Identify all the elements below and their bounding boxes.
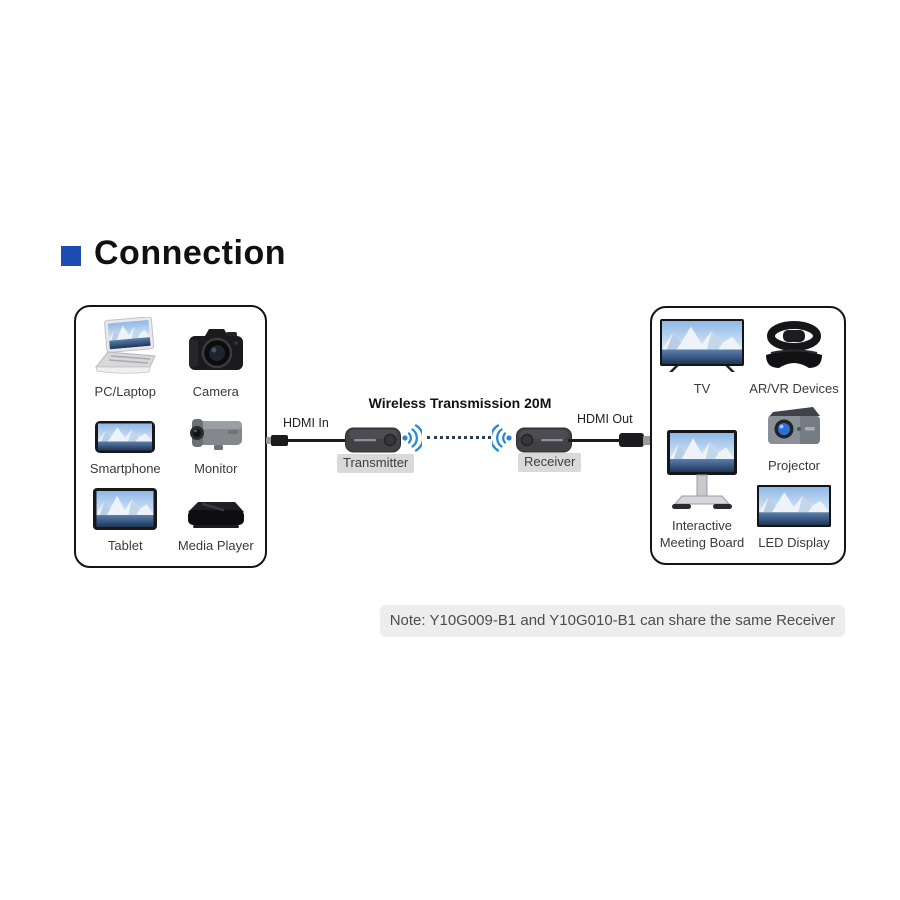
transmitter-tag: Transmitter (337, 454, 415, 473)
output-item-arvr: AR/VR Devices (748, 318, 840, 401)
wireless-dotted-line (427, 436, 491, 439)
compatibility-note: Note: Y10G009-B1 and Y10G010-B1 can shar… (380, 605, 845, 637)
source-item-label: Monitor (194, 461, 238, 477)
led-display-icon (756, 484, 832, 528)
hdmi-out-plug (619, 433, 644, 447)
tv-icon (659, 318, 745, 374)
source-item-label: Media Player (177, 538, 254, 554)
source-item-label: Tablet (107, 538, 143, 554)
wifi-signal-icon (401, 424, 422, 452)
meeting-board-icon (662, 429, 742, 511)
output-item-led-display: LED Display (748, 478, 840, 555)
output-item-label: Interactive Meeting Board (659, 518, 745, 551)
section-title: Connection (61, 234, 286, 273)
vr-headset-icon (759, 320, 829, 374)
output-item-label: Projector (767, 458, 821, 474)
output-item-label: TV (693, 381, 711, 396)
hdmi-in-plug (271, 435, 288, 446)
receiver-device (516, 427, 572, 453)
title-bullet-square (61, 245, 81, 266)
source-item-media-player: Media Player (171, 481, 262, 558)
projector-icon (762, 405, 826, 451)
wifi-signal-icon (492, 424, 513, 452)
media-player-icon (185, 499, 247, 531)
source-item-label: Smartphone (89, 461, 161, 477)
hdmi-out-plug-tip (643, 436, 651, 445)
source-item-smartphone: Smartphone (80, 404, 171, 481)
source-item-tablet: Tablet (80, 481, 171, 558)
source-item-monitor: Monitor (171, 404, 262, 481)
output-item-projector: Projector (748, 401, 840, 478)
source-item-label: Camera (192, 384, 239, 399)
source-devices-panel: PC/Laptop Camera (74, 305, 267, 568)
source-item-camera: Camera (171, 317, 262, 404)
camera-icon (186, 323, 246, 377)
transmitter-device (345, 427, 401, 453)
output-item-meeting-board: Interactive Meeting Board (656, 401, 748, 555)
output-item-tv: TV (656, 318, 748, 401)
wireless-transmission-label: Wireless Transmission 20M (368, 395, 552, 411)
tablet-icon (92, 487, 158, 531)
source-item-pc-laptop: PC/Laptop (80, 317, 171, 404)
output-devices-panel: TV AR/VR Devices (650, 306, 846, 565)
source-item-label: PC/Laptop (94, 384, 156, 399)
hdmi-out-cable (568, 439, 622, 442)
security-camera-icon (184, 414, 248, 454)
hdmi-in-label: HDMI In (283, 416, 329, 430)
receiver-tag: Receiver (518, 453, 582, 472)
hdmi-out-label: HDMI Out (577, 412, 633, 426)
laptop-icon (89, 317, 161, 377)
output-item-label: LED Display (758, 535, 830, 551)
output-item-label: AR/VR Devices (749, 381, 839, 396)
smartphone-icon (94, 420, 156, 454)
hdmi-in-plug-tip (266, 437, 272, 444)
page-title: Connection (94, 234, 286, 272)
hdmi-in-cable (287, 439, 347, 442)
